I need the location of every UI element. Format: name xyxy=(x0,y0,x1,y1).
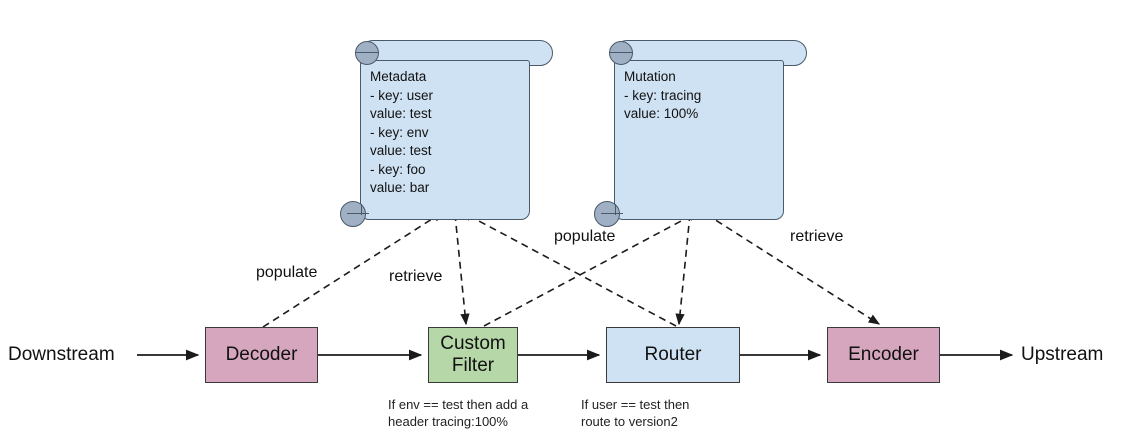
endpoint-label-upstream: Upstream xyxy=(1021,344,1104,365)
scroll-curl-bottom-left-icon xyxy=(594,201,623,227)
edge-label-retrieve-encoder: retrieve xyxy=(790,228,844,245)
node-custom-filter-label-line1: Custom xyxy=(440,333,506,354)
edge-label-retrieve-filter: retrieve xyxy=(389,268,443,285)
scroll-metadata: Metadata - key: user value: test - key: … xyxy=(338,34,558,234)
node-decoder-label: Decoder xyxy=(225,344,298,365)
edge-label-populate-decoder: populate xyxy=(256,264,318,281)
node-encoder-label: Encoder xyxy=(848,344,919,365)
edge-metadata-to-custom-filter xyxy=(454,213,470,326)
node-decoder[interactable]: Decoder xyxy=(205,327,318,383)
scroll-curl-top-left-icon xyxy=(609,41,633,65)
edge-mutation-to-router xyxy=(675,213,691,326)
node-encoder[interactable]: Encoder xyxy=(827,327,940,383)
scroll-mutation-text: Mutation - key: tracing value: 100% xyxy=(624,69,702,121)
scroll-metadata-body xyxy=(360,60,530,220)
caption-router: If user == test then route to version2 xyxy=(581,397,690,429)
node-router-label: Router xyxy=(644,344,702,365)
scroll-curl-bottom-left-icon xyxy=(340,201,369,227)
scroll-curl-top-left-icon xyxy=(355,41,379,65)
caption-custom-filter: If env == test then add a header tracing… xyxy=(388,397,529,429)
edge-mutation-to-encoder xyxy=(705,213,881,325)
edge-custom-filter-to-mutation xyxy=(483,211,700,327)
node-router[interactable]: Router xyxy=(606,327,740,383)
scroll-mutation: Mutation - key: tracing value: 100% xyxy=(592,34,812,234)
scroll-mutation-body xyxy=(614,60,784,220)
edge-label-populate-mutation: populate xyxy=(554,228,616,245)
edge-router-to-metadata xyxy=(460,211,677,327)
scroll-metadata-text: Metadata - key: user value: test - key: … xyxy=(370,69,434,195)
node-custom-filter-label-line2: Filter xyxy=(451,355,495,376)
endpoint-label-downstream: Downstream xyxy=(8,344,115,365)
node-custom-filter[interactable]: Custom Filter xyxy=(428,327,518,383)
